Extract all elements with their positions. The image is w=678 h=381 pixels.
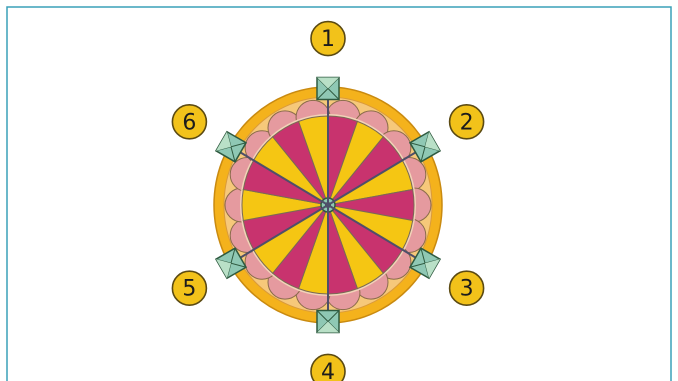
- badge-label: 6: [182, 110, 196, 135]
- badge-label: 1: [321, 27, 335, 52]
- badge-label: 5: [182, 277, 196, 302]
- badge-label: 4: [321, 360, 335, 381]
- badge-label: 2: [460, 110, 474, 135]
- pin: [317, 78, 339, 100]
- badge-3: 3: [450, 271, 484, 305]
- badge-2: 2: [450, 105, 484, 139]
- pin: [317, 311, 339, 333]
- badge-4: 4: [311, 354, 345, 381]
- badge-label: 3: [460, 277, 474, 302]
- badge-1: 1: [311, 22, 345, 56]
- badge-5: 5: [172, 271, 206, 305]
- badge-6: 6: [172, 105, 206, 139]
